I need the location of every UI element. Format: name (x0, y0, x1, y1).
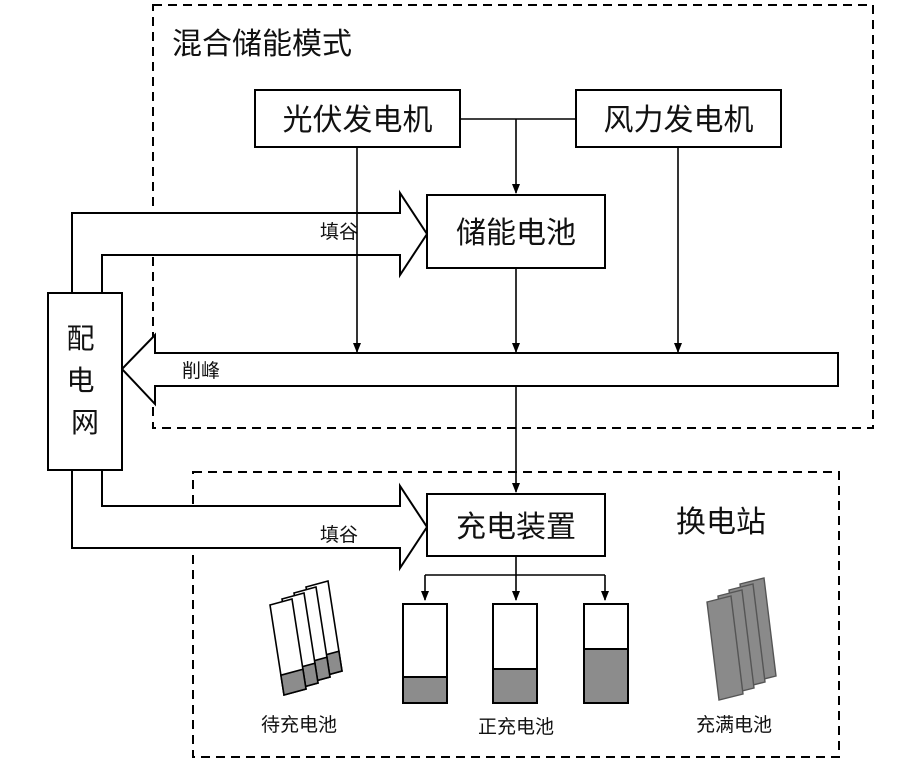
battery-charge-level (583, 648, 629, 704)
connectors (353, 118, 682, 601)
grid-label: 配 电 网 (67, 322, 104, 439)
waiting-batteries-label: 待充电池 (261, 714, 337, 736)
peak-shave-arrow (120, 332, 839, 407)
hybrid-mode-title: 混合储能模式 (172, 27, 352, 62)
charging-device-label: 充电装置 (456, 510, 576, 545)
battery-low-charge (280, 668, 307, 697)
charging-device-box (426, 493, 606, 557)
charging-battery (583, 603, 629, 704)
pv-generator-label: 光伏发电机 (283, 103, 433, 138)
grid-box (47, 292, 123, 471)
valley-fill-top-label: 填谷 (320, 221, 358, 243)
battery-charge-level (492, 668, 538, 704)
full-battery (706, 595, 744, 701)
valley-fill-bottom-arrow (71, 469, 429, 572)
valley-fill-bottom-label: 填谷 (320, 524, 358, 546)
charging-batteries (402, 603, 629, 704)
charging-battery (402, 603, 448, 704)
waiting-battery (269, 597, 307, 697)
charging-batteries-label: 正充电池 (478, 716, 554, 738)
battery-charge-level (402, 676, 448, 704)
charging-battery (492, 603, 538, 704)
wind-generator-label: 风力发电机 (604, 103, 754, 138)
storage-battery-box (426, 194, 606, 269)
storage-battery-label: 储能电池 (456, 216, 576, 251)
full-batteries (706, 577, 777, 701)
peak-shave-label: 削峰 (182, 360, 220, 382)
full-batteries-label: 充满电池 (696, 714, 772, 736)
swap-station-title: 换电站 (676, 505, 766, 540)
wind-generator-box (575, 89, 782, 148)
pv-generator-box (254, 89, 461, 148)
waiting-batteries (269, 579, 343, 697)
valley-fill-top-arrow (71, 189, 429, 294)
